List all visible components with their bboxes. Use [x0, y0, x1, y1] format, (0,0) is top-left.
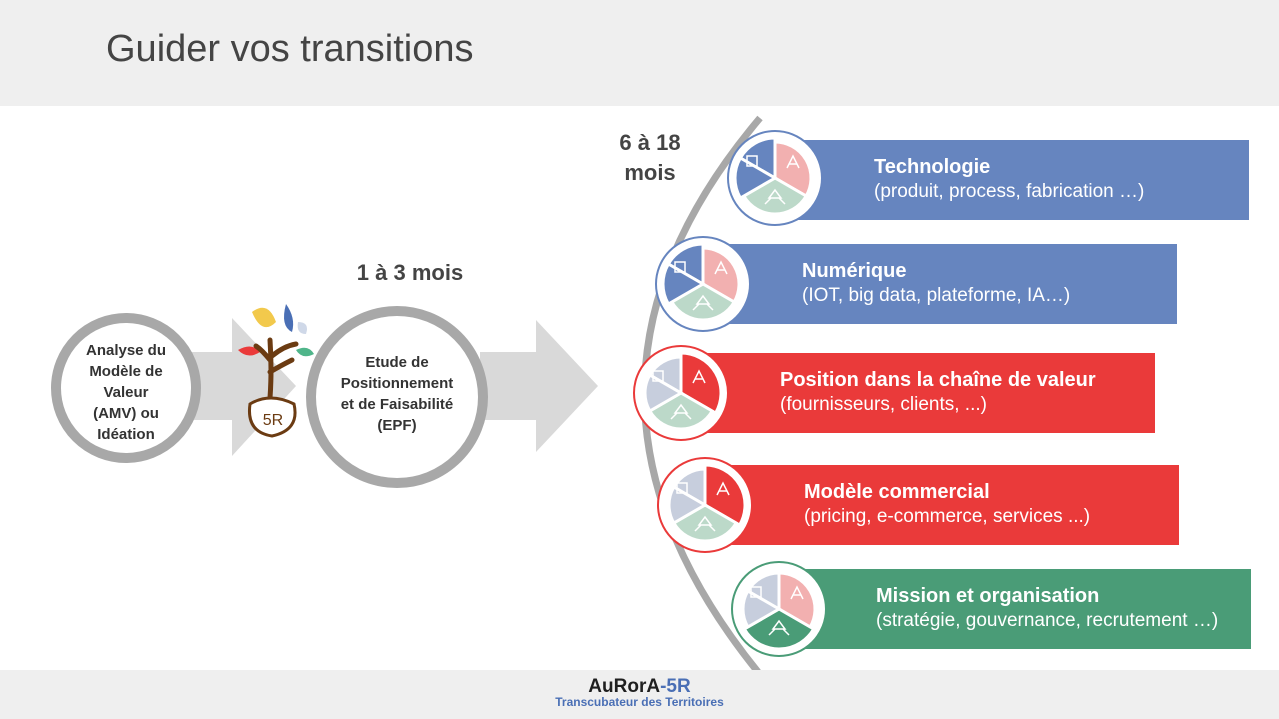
brand-logo: AuRorA-5R: [0, 676, 1279, 698]
transition-title: Numérique: [802, 260, 907, 282]
transition-title: Technologie: [874, 156, 991, 178]
transition-subtitle: (pricing, e-commerce, services ...): [804, 506, 1091, 527]
transition-title: Modèle commercial: [804, 481, 990, 503]
amv-line: Analyse du: [85, 342, 167, 359]
duration-short: 1 à 3 mois: [356, 260, 464, 285]
transition-title: Mission et organisation: [876, 585, 1100, 607]
tree-logo: [238, 304, 314, 438]
transition-pie-icon: [727, 130, 823, 226]
transition-bar: Mission et organisation (stratégie, gouve…: [766, 569, 1251, 649]
amv-line: Modèle de: [89, 363, 163, 380]
amv-circle: [51, 313, 201, 463]
brand-tagline: Transcubateur des Territoires: [555, 695, 724, 709]
transition-bar: Position dans la chaîne de valeur (fourni…: [668, 353, 1155, 433]
epf-label: Etude de Positionnement et de Faisabilit…: [330, 352, 464, 436]
transition-subtitle: (IOT, big data, plateforme, IA…): [802, 285, 1071, 306]
transition-pie-icon: [731, 561, 827, 657]
transition-pie-icon: [655, 236, 751, 332]
epf-line: Etude de: [365, 354, 429, 371]
duration-long: 6 à 18 mois: [590, 128, 710, 188]
amv-line: (AMV) ou: [93, 405, 159, 422]
brand-name: AuRorA: [588, 676, 661, 697]
transition-title: Position dans la chaîne de valeur: [780, 369, 1096, 391]
amv-line: Idéation: [97, 426, 155, 443]
arrow-shape-1: [170, 318, 296, 456]
amv-line: Valeur: [103, 384, 149, 401]
page-title: Guider vos transitions: [106, 28, 474, 70]
transition-bar: Modèle commercial (pricing, e-commerce, s…: [692, 465, 1179, 545]
slide-header: Guider vos transitions: [0, 0, 1279, 106]
duration-long-line: 6 à 18: [619, 130, 681, 155]
brand-accent: -5R: [660, 676, 691, 697]
duration-long-line: mois: [624, 160, 676, 185]
transition-subtitle: (stratégie, gouvernance, recrutement …): [876, 610, 1219, 631]
epf-circle: [306, 306, 488, 488]
arrow-shape-2: [480, 320, 598, 452]
amv-label: Analyse du Modèle de Valeur (AMV) ou Idé…: [70, 340, 182, 445]
transition-subtitle: (fournisseurs, clients, ...): [780, 394, 987, 415]
epf-line: et de Faisabilité: [340, 396, 454, 413]
transition-bar: Numérique (IOT, big data, plateforme, IA……: [690, 244, 1177, 324]
footer: [0, 670, 1279, 719]
transition-pie-icon: [633, 345, 729, 441]
transition-subtitle: (produit, process, fabrication …): [874, 181, 1145, 202]
transition-bar: Technologie (produit, process, fabricatio…: [762, 140, 1249, 220]
logo-label: 5R: [262, 412, 284, 429]
transition-pie-icon: [657, 457, 753, 553]
epf-line: (EPF): [377, 417, 417, 434]
epf-line: Positionnement: [340, 375, 454, 392]
